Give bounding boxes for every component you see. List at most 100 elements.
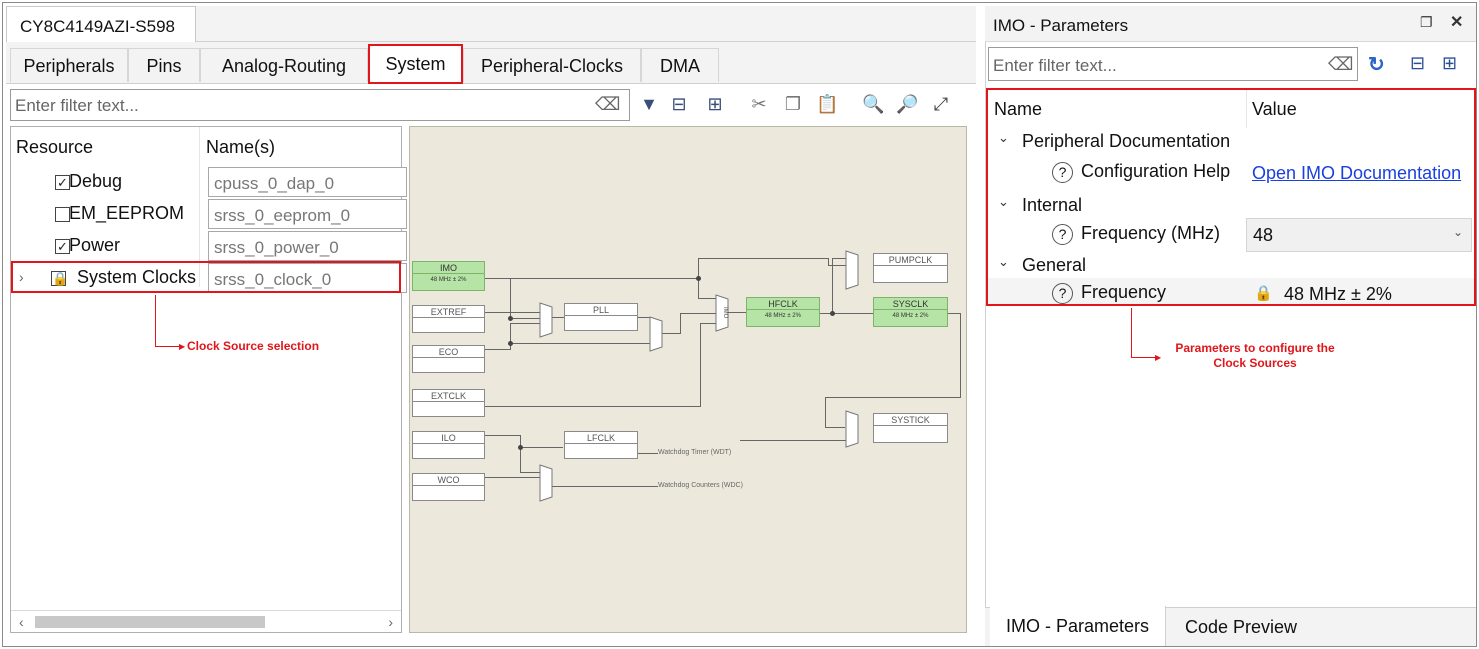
chevron-down-icon[interactable]: ⌄ — [998, 254, 1009, 269]
parameters-title: IMO - Parameters — [985, 6, 1476, 42]
imo-block[interactable]: IMO 48 MHz ± 2% — [412, 261, 485, 291]
resource-row-debug[interactable]: ✓ Debug cpuss_0_dap_0 — [11, 167, 407, 197]
mux-pll — [649, 316, 663, 352]
pll-block[interactable]: PLL — [564, 303, 638, 331]
resource-name-field[interactable]: srss_0_eeprom_0 — [208, 199, 407, 229]
pumpclk-block[interactable]: PUMPCLK — [873, 253, 948, 283]
tab-pins[interactable]: Pins — [128, 48, 200, 82]
param-frequency-mhz: ?Frequency (MHz) — [1052, 223, 1220, 245]
resource-tree: Resource Name(s) ✓ Debug cpuss_0_dap_0 E… — [10, 126, 407, 633]
tab-code-preview[interactable]: Code Preview — [1184, 617, 1298, 637]
tab-dma[interactable]: DMA — [641, 48, 719, 82]
resource-label: System Clocks — [77, 267, 197, 287]
wdc-label: Watchdog Counters (WDC) — [658, 482, 743, 489]
chevron-down-icon[interactable]: ⌄ — [1452, 225, 1463, 239]
mux-pumpclk — [845, 250, 859, 290]
lfclk-block[interactable]: LFCLK — [564, 431, 638, 459]
param-frequency: ?Frequency — [1052, 282, 1166, 304]
frequency-readonly-value: 48 MHz ± 2% — [1284, 284, 1392, 304]
mux-label: IMO — [722, 307, 728, 319]
horizontal-scrollbar[interactable]: ‹ › — [11, 610, 401, 632]
frequency-select-value: 48 — [1253, 225, 1274, 245]
help-icon[interactable]: ? — [1052, 161, 1073, 183]
zoom-out-icon[interactable]: 🔎 — [896, 94, 919, 114]
fit-to-window-icon[interactable]: ⤢ — [933, 94, 949, 114]
eraser-icon[interactable]: ⌫ — [595, 94, 621, 114]
mux-hfclk-source — [715, 294, 729, 332]
chevron-down-icon[interactable]: ⌄ — [998, 194, 1009, 209]
paste-icon[interactable]: 📋 — [816, 94, 839, 114]
systick-block[interactable]: SYSTICK — [873, 413, 948, 443]
param-configuration-help: ?Configuration Help — [1052, 161, 1230, 183]
close-icon[interactable]: ✕ — [1450, 14, 1464, 31]
expand-all-icon[interactable]: ⊞ — [707, 94, 723, 114]
chevron-down-icon[interactable]: ⌄ — [998, 130, 1009, 145]
mux-shapes — [539, 250, 859, 502]
mux-extref-eco — [539, 302, 553, 338]
scrollbar-thumb[interactable] — [35, 616, 265, 628]
annotation-parameters: Parameters to configure the Clock Source… — [1175, 341, 1335, 370]
cut-icon[interactable]: ✂ — [751, 94, 767, 114]
column-header-names[interactable]: Name(s) — [206, 137, 276, 157]
scroll-right-icon[interactable]: › — [388, 614, 393, 630]
resource-row-em-eeprom[interactable]: EM_EEPROM srss_0_eeprom_0 — [11, 199, 407, 229]
tab-system[interactable]: System — [368, 44, 463, 84]
document-tab-strip — [196, 6, 976, 42]
group-general[interactable]: General — [1022, 255, 1087, 275]
checkbox-debug[interactable]: ✓ — [55, 175, 70, 190]
resource-name-field[interactable]: srss_0_power_0 — [208, 231, 407, 261]
group-peripheral-documentation[interactable]: Peripheral Documentation — [1022, 131, 1231, 151]
filter-icon[interactable]: ▼ — [640, 94, 658, 114]
tab-imo-parameters[interactable]: IMO - Parameters — [990, 606, 1166, 646]
clock-diagram: IMO 48 MHz ± 2% EXTREF ECO EXTCLK ILO WC… — [409, 126, 967, 633]
parameters-filter-input[interactable]: Enter filter text... — [988, 47, 1358, 81]
filter-input[interactable]: Enter filter text... — [10, 89, 630, 121]
eraser-icon[interactable]: ⌫ — [1328, 54, 1354, 74]
ilo-block[interactable]: ILO — [412, 431, 485, 459]
tab-peripheral-clocks[interactable]: Peripheral-Clocks — [463, 48, 641, 82]
open-documentation-link[interactable]: Open IMO Documentation — [1252, 163, 1462, 183]
tab-peripherals[interactable]: Peripherals — [10, 48, 128, 82]
extclk-block[interactable]: EXTCLK — [412, 389, 485, 417]
parameters-grid: Name Value ⌄ Peripheral Documentation ?C… — [986, 88, 1476, 306]
resource-row-system-clocks[interactable]: › 🔒 System Clocks srss_0_clock_0 — [11, 263, 407, 293]
collapse-all-icon[interactable]: ⊟ — [1410, 53, 1426, 73]
chevron-right-icon[interactable]: › — [19, 269, 24, 285]
help-icon[interactable]: ? — [1052, 282, 1073, 304]
locked-checkbox-icon: 🔒 — [51, 271, 69, 286]
collapse-all-icon[interactable]: ⊟ — [671, 94, 687, 114]
scroll-left-icon[interactable]: ‹ — [19, 614, 24, 630]
zoom-in-icon[interactable]: 🔍 — [862, 94, 885, 114]
checkbox-power[interactable]: ✓ — [55, 239, 70, 254]
help-icon[interactable]: ? — [1052, 223, 1073, 245]
copy-icon[interactable]: ❐ — [784, 94, 802, 114]
hfclk-block[interactable]: HFCLK 48 MHz ± 2% — [746, 297, 820, 327]
column-header-value[interactable]: Value — [1252, 99, 1297, 119]
group-internal[interactable]: Internal — [1022, 195, 1083, 215]
extref-block[interactable]: EXTREF — [412, 305, 485, 333]
column-header-resource[interactable]: Resource — [16, 137, 94, 157]
mux-wco — [539, 464, 553, 502]
annotation-clock-source: Clock Source selection — [187, 339, 320, 353]
parameters-pane — [985, 6, 1476, 646]
frequency-select[interactable]: 48 ⌄ — [1246, 218, 1472, 252]
expand-all-icon[interactable]: ⊞ — [1442, 53, 1458, 73]
mux-systick — [845, 410, 859, 448]
tab-analog-routing[interactable]: Analog-Routing — [200, 48, 368, 82]
wco-block[interactable]: WCO — [412, 473, 485, 501]
column-header-name[interactable]: Name — [994, 99, 1043, 119]
device-tab[interactable]: CY8C4149AZI-S598 — [6, 6, 196, 42]
refresh-icon[interactable]: ↻ — [1368, 54, 1385, 76]
resource-label: EM_EEPROM — [69, 203, 185, 223]
lock-icon: 🔒 — [1254, 285, 1273, 302]
resource-row-power[interactable]: ✓ Power srss_0_power_0 — [11, 231, 407, 261]
restore-window-icon[interactable]: ❐ — [1420, 14, 1433, 30]
checkbox-em-eeprom[interactable] — [55, 207, 70, 222]
sysclk-block[interactable]: SYSCLK 48 MHz ± 2% — [873, 297, 948, 327]
resource-label: Debug — [69, 171, 123, 191]
resource-name-field[interactable]: cpuss_0_dap_0 — [208, 167, 407, 197]
wdt-label: Watchdog Timer (WDT) — [658, 449, 732, 456]
resource-label: Power — [69, 235, 121, 255]
eco-block[interactable]: ECO — [412, 345, 485, 373]
